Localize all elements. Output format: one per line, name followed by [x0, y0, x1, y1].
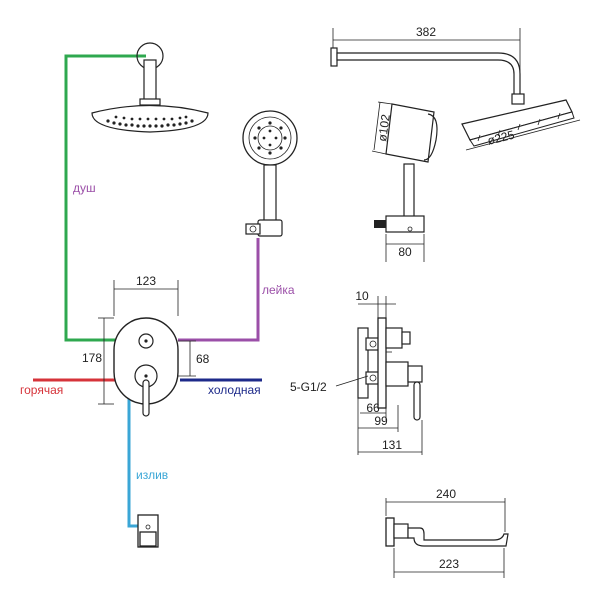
overhead-shower-front — [91, 42, 209, 133]
dim-mixer-width: 123 — [113, 274, 179, 316]
dim-label-99: 99 — [374, 414, 388, 428]
label-handset: лейка — [262, 283, 295, 297]
dim-mixer-height: 178 — [82, 317, 114, 405]
dim-label-mixer-width: 123 — [136, 274, 156, 288]
hand-shower-front — [242, 110, 298, 237]
dim-label-66: 66 — [366, 401, 380, 415]
dim-depth-66: 66 — [357, 398, 387, 455]
label-spout: излив — [136, 468, 168, 482]
dim-label-131: 131 — [382, 438, 402, 452]
dim-spout-reach: 223 — [393, 548, 505, 578]
dim-label-center-offset: 68 — [196, 352, 210, 366]
shower-arm-side — [330, 47, 525, 105]
dim-depth-131: 131 — [358, 420, 423, 455]
mixer-side-section — [357, 317, 423, 421]
spout-front — [137, 514, 159, 548]
dim-wall-offset: 10 — [355, 289, 396, 318]
shower-line — [64, 54, 146, 342]
label-hot: горячая — [20, 383, 63, 397]
mixer-front-plate — [113, 317, 179, 417]
dim-center-offset: 68 — [178, 340, 210, 377]
spout-line — [127, 392, 140, 528]
spout-side — [385, 517, 509, 547]
dim-label-thread: 5-G1/2 — [290, 380, 327, 394]
dim-label-mixer-height: 178 — [82, 351, 102, 365]
label-cold: холодная — [208, 383, 261, 397]
dim-label-spout-reach: 223 — [439, 557, 459, 571]
hand-shower-side: ø102 — [371, 101, 438, 233]
dim-label-spout-length: 240 — [436, 487, 456, 501]
dim-holder-width: 80 — [385, 234, 425, 262]
label-shower: душ — [73, 181, 96, 195]
dim-label-wall-offset: 10 — [355, 289, 369, 303]
dim-label-handset-diameter: ø102 — [375, 113, 393, 142]
dim-thread: 5-G1/2 — [290, 375, 369, 394]
dim-label-arm-length: 382 — [416, 25, 436, 39]
overhead-shower-side: ø225 — [461, 99, 581, 151]
dim-label-head-diameter: ø225 — [486, 127, 516, 147]
dim-arm-length: 382 — [332, 25, 521, 104]
handset-line — [178, 238, 260, 342]
dim-depth-99: 99 — [358, 405, 399, 432]
dim-spout-length: 240 — [385, 487, 506, 532]
dim-label-holder-width: 80 — [398, 245, 412, 259]
